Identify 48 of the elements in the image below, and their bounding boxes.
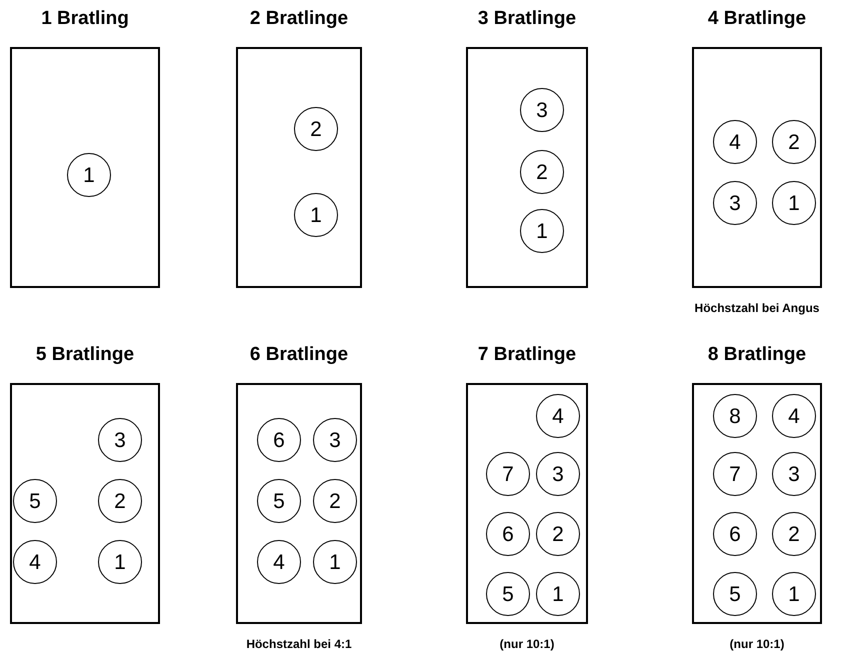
numbered-circle: 4 — [257, 540, 301, 584]
numbered-circle: 2 — [294, 107, 338, 151]
numbered-circle: 4 — [536, 394, 580, 438]
panel-title: 1 Bratling — [40, 8, 130, 30]
numbered-circle: 5 — [13, 479, 57, 523]
numbered-circle: 1 — [98, 540, 142, 584]
numbered-circle: 2 — [536, 512, 580, 556]
numbered-circle: 4 — [13, 540, 57, 584]
panel-title: 3 Bratlinge — [476, 8, 578, 30]
numbered-circle: 2 — [98, 479, 142, 523]
panel-title: 5 Bratlinge — [34, 344, 136, 366]
numbered-circle: 1 — [536, 572, 580, 616]
panel-title: 6 Bratlinge — [248, 344, 350, 366]
numbered-circle: 1 — [772, 181, 816, 225]
numbered-circle: 8 — [713, 394, 757, 438]
numbered-circle: 7 — [713, 452, 757, 496]
numbered-circle: 6 — [713, 512, 757, 556]
numbered-circle: 6 — [486, 512, 530, 556]
numbered-circle: 3 — [713, 181, 757, 225]
numbered-circle: 2 — [313, 479, 357, 523]
numbered-circle: 7 — [486, 452, 530, 496]
numbered-circle: 1 — [294, 193, 338, 237]
node-label: Höchstzahl bei 4:1 — [245, 637, 353, 651]
node-label: Höchstzahl bei Angus — [694, 301, 820, 315]
numbered-circle: 3 — [98, 418, 142, 462]
numbered-circle: 5 — [257, 479, 301, 523]
numbered-circle: 2 — [772, 120, 816, 164]
numbered-circle: 1 — [772, 572, 816, 616]
node-label: (nur 10:1) — [728, 637, 786, 651]
panel-title: 7 Bratlinge — [476, 344, 578, 366]
numbered-circle: 6 — [257, 418, 301, 462]
numbered-circle: 1 — [313, 540, 357, 584]
panel-title: 4 Bratlinge — [706, 8, 808, 30]
numbered-circle: 1 — [520, 209, 564, 253]
numbered-circle: 2 — [520, 150, 564, 194]
numbered-circle: 2 — [772, 512, 816, 556]
panel-title: 8 Bratlinge — [706, 344, 808, 366]
numbered-circle: 3 — [520, 88, 564, 132]
numbered-circle: 3 — [772, 452, 816, 496]
panel-title: 2 Bratlinge — [248, 8, 350, 30]
numbered-circle: 3 — [536, 452, 580, 496]
numbered-circle: 4 — [713, 120, 757, 164]
numbered-circle: 5 — [486, 572, 530, 616]
numbered-circle: 3 — [313, 418, 357, 462]
node-label: (nur 10:1) — [498, 637, 556, 651]
numbered-circle: 5 — [713, 572, 757, 616]
numbered-circle: 4 — [772, 394, 816, 438]
numbered-circle: 1 — [67, 153, 111, 197]
